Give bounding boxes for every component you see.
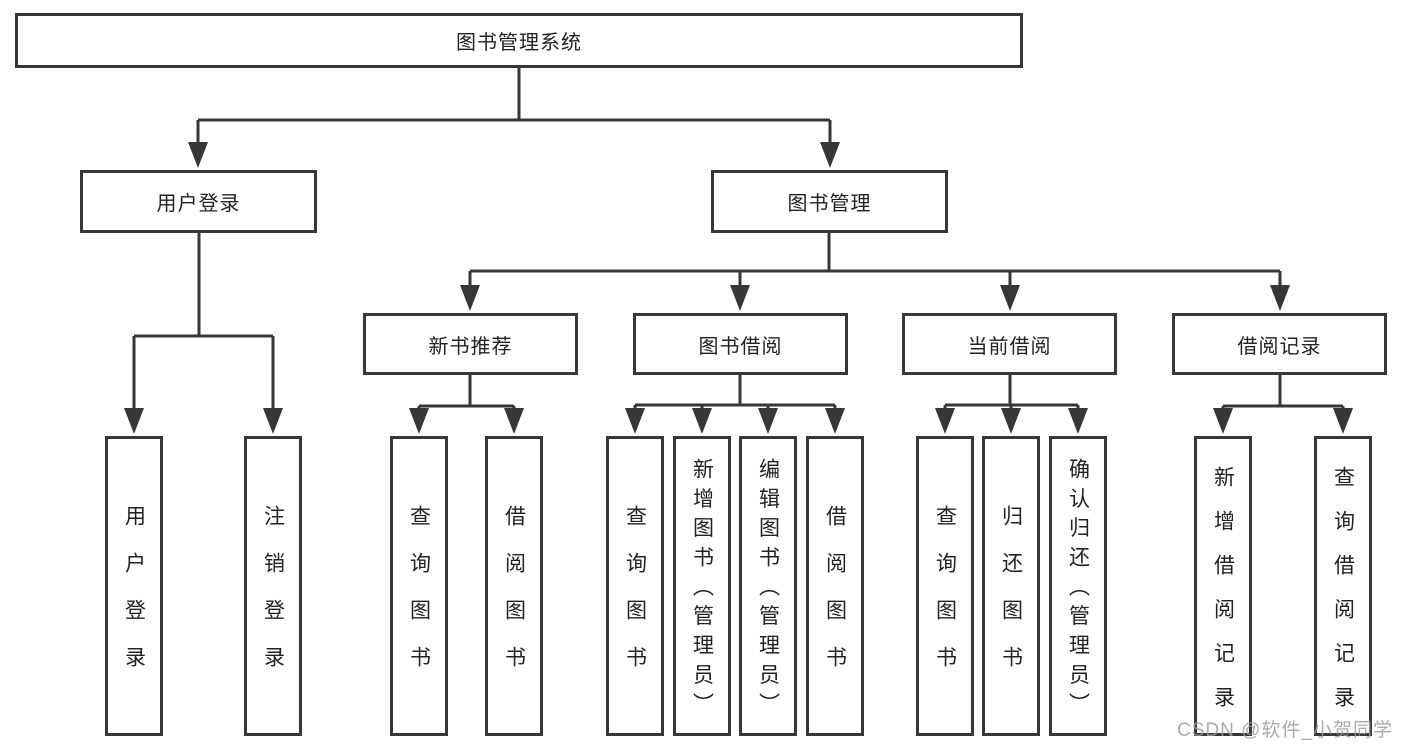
node-library-system-label: 图书管理系统 <box>456 32 582 54</box>
node-user-login-label: 用户登录 <box>156 193 241 215</box>
node-user-login: 用户登录 <box>80 170 317 233</box>
leaf-borrow-add-books-admin-label: 新增图书（管理员） <box>690 458 714 723</box>
node-borrow-records-label: 借阅记录 <box>1237 335 1322 358</box>
leaf-recommend-borrow-books-label: 借阅图书 <box>502 505 526 693</box>
leaf-current-confirm-return-admin: 确认归还（管理员） <box>1049 436 1107 736</box>
leaf-current-confirm-return-admin-label: 确认归还（管理员） <box>1066 458 1090 723</box>
arrowheads <box>124 142 1353 434</box>
leaf-current-return-books: 归还图书 <box>982 436 1040 736</box>
leaf-user-login: 用户登录 <box>105 436 163 736</box>
leaf-borrow-borrow-books-label: 借阅图书 <box>823 505 847 693</box>
leaf-borrow-add-books-admin: 新增图书（管理员） <box>673 436 731 736</box>
leaf-recommend-query-books: 查询图书 <box>390 436 448 736</box>
node-new-book-recommend: 新书推荐 <box>363 313 578 375</box>
leaf-logout: 注销登录 <box>244 436 302 736</box>
csdn-watermark: CSDN @软件_小贺同学 <box>1177 720 1393 741</box>
leaf-borrow-query-books-label: 查询图书 <box>623 505 647 693</box>
node-book-borrow-label: 图书借阅 <box>698 335 783 358</box>
node-new-book-recommend-label: 新书推荐 <box>428 335 513 358</box>
leaf-borrow-query-books: 查询图书 <box>606 436 664 736</box>
leaf-recommend-borrow-books: 借阅图书 <box>485 436 543 736</box>
leaf-borrow-borrow-books: 借阅图书 <box>806 436 864 736</box>
leaf-logout-label: 注销登录 <box>261 505 285 693</box>
node-current-borrow: 当前借阅 <box>902 313 1117 375</box>
leaf-records-add-record-label: 新增借阅记录 <box>1211 465 1235 730</box>
node-book-management-label: 图书管理 <box>787 193 872 215</box>
leaf-borrow-edit-books-admin-label: 编辑图书（管理员） <box>756 458 780 723</box>
node-book-borrow: 图书借阅 <box>633 313 848 375</box>
leaf-recommend-query-books-label: 查询图书 <box>407 505 431 693</box>
leaf-borrow-edit-books-admin: 编辑图书（管理员） <box>739 436 797 736</box>
leaf-current-query-books: 查询图书 <box>916 436 974 736</box>
leaf-records-add-record: 新增借阅记录 <box>1194 436 1252 736</box>
leaf-current-query-books-label: 查询图书 <box>933 505 957 693</box>
node-library-system: 图书管理系统 <box>15 13 1023 68</box>
node-current-borrow-label: 当前借阅 <box>967 335 1052 358</box>
leaf-user-login-label: 用户登录 <box>122 505 146 693</box>
node-borrow-records: 借阅记录 <box>1172 313 1387 375</box>
node-book-management: 图书管理 <box>711 170 948 233</box>
leaf-records-query-record-label: 查询借阅记录 <box>1331 465 1355 730</box>
leaf-current-return-books-label: 归还图书 <box>999 505 1023 693</box>
leaf-records-query-record: 查询借阅记录 <box>1314 436 1372 736</box>
